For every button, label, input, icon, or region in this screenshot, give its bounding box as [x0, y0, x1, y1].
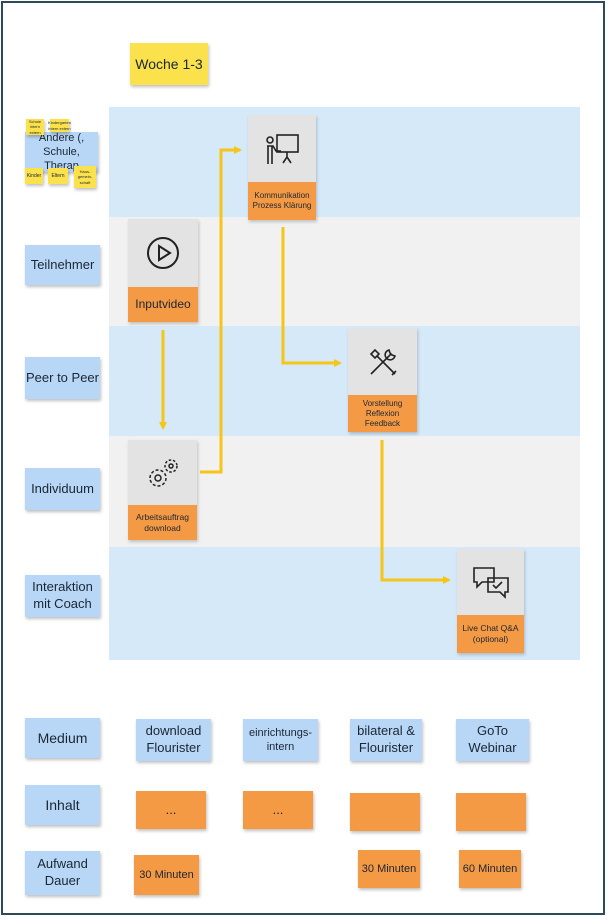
- play-icon: [128, 219, 198, 287]
- lane-label-coach[interactable]: Interaktion mit Coach: [25, 575, 100, 617]
- activity-kommunikation[interactable]: Kommunikation Prozess Klärung: [248, 182, 316, 220]
- aufwand-note-1[interactable]: 30 Minuten: [134, 855, 199, 895]
- inhalt-note-2[interactable]: ...: [243, 791, 313, 829]
- arrow-arbeitsauftrag-to-kommunikation: [200, 146, 242, 474]
- inhalt-note-4[interactable]: [456, 793, 526, 831]
- medium-note-1[interactable]: download Flourister: [136, 719, 211, 761]
- mini-note-schule[interactable]: Schule intern extern: [26, 119, 44, 135]
- row-label-aufwand[interactable]: Aufwand Dauer: [25, 851, 100, 895]
- medium-note-4[interactable]: GoTo Webinar: [456, 719, 529, 761]
- aufwand-note-3[interactable]: 30 Minuten: [358, 850, 420, 888]
- arrow-kommunikation-to-vorstellung: [281, 227, 342, 367]
- arrow-vorstellung-to-livechat: [380, 440, 451, 584]
- gears-icon: [128, 440, 197, 505]
- lane-peer: [109, 326, 580, 436]
- mini-note-kinder[interactable]: Kinder: [25, 168, 43, 184]
- week-title-note[interactable]: Woche 1-3: [130, 43, 208, 85]
- activity-arbeitsauftrag[interactable]: Arbeitsauftrag download: [128, 505, 197, 540]
- mini-note-eltern[interactable]: Eltern: [48, 168, 68, 184]
- tools-icon: [348, 328, 417, 395]
- mini-note-hausgemeinschaft[interactable]: Haus-gemein-schaft: [74, 166, 96, 188]
- medium-note-2[interactable]: einrichtungs-intern: [243, 719, 318, 761]
- inhalt-note-1[interactable]: ...: [136, 791, 206, 829]
- presentation-icon: [248, 115, 316, 182]
- lane-label-peer[interactable]: Peer to Peer: [25, 357, 100, 399]
- mini-note-kindergarten[interactable]: Kindergarten intern extern: [48, 119, 71, 132]
- lane-label-individuum[interactable]: Individuum: [25, 468, 100, 510]
- lane-label-teilnehmer[interactable]: Teilnehmer: [25, 245, 100, 285]
- lane-label-andere[interactable]: Andere (, Schule, Therap: [25, 132, 98, 172]
- activity-vorstellung[interactable]: Vorstellung Reflexion Feedback: [348, 395, 417, 432]
- activity-inputvideo[interactable]: Inputvideo: [128, 287, 198, 322]
- aufwand-note-4[interactable]: 60 Minuten: [459, 850, 521, 888]
- medium-note-3[interactable]: bilateral & Flourister: [350, 719, 422, 761]
- activity-livechat[interactable]: Live Chat Q&A (optional): [457, 615, 524, 653]
- lane-andere: [109, 107, 580, 217]
- row-label-inhalt[interactable]: Inhalt: [25, 785, 100, 825]
- chat-icon: [457, 549, 524, 615]
- row-label-medium[interactable]: Medium: [25, 718, 100, 758]
- inhalt-note-3[interactable]: [350, 793, 420, 831]
